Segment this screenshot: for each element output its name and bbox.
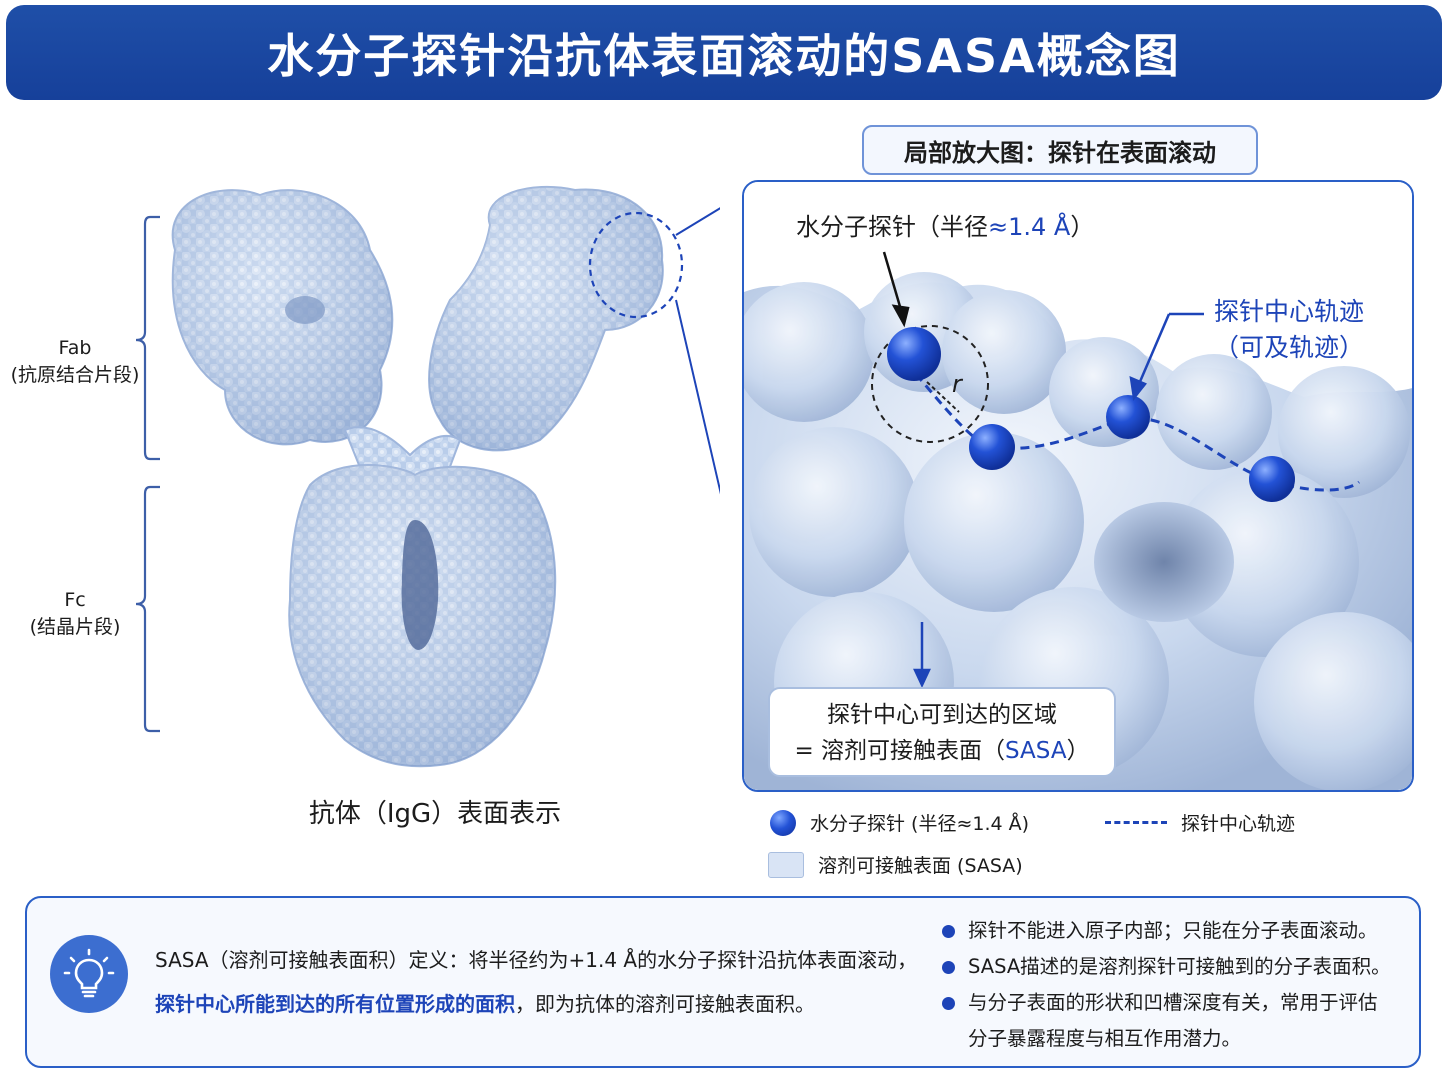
sasa-legend-icon xyxy=(768,851,804,878)
legend-trajectory: 探针中心轨迹 xyxy=(1105,809,1295,836)
bullet-list: 探针不能进入原子内部；只能在分子表面滚动。 SASA描述的是溶剂探针可接触到的分… xyxy=(940,913,1410,1057)
radius-line xyxy=(926,381,960,413)
legend-sasa: 溶剂可接触表面 (SASA) xyxy=(768,851,1023,878)
lightbulb-icon xyxy=(50,935,128,1013)
probe-label: 水分子探针（半径≈1.4 Å） xyxy=(796,213,1095,241)
probe-sphere-3 xyxy=(1106,395,1150,439)
zoom-connector-bottom xyxy=(675,299,720,495)
reach-region-box: 探针中心可到达的区域 = 溶剂可接触表面（SASA） xyxy=(768,687,1116,777)
reach-line-2: = 溶剂可接触表面（SASA） xyxy=(794,738,1090,764)
surface-cavity xyxy=(1094,502,1234,622)
probe-arrow xyxy=(882,251,910,328)
fab-brace xyxy=(135,215,160,461)
title-bar: 水分子探针沿抗体表面滚动的SASA概念图 xyxy=(6,5,1442,100)
antibody-illustration xyxy=(135,186,720,768)
probe-legend-icon xyxy=(770,809,796,836)
zoom-connector-top xyxy=(675,207,720,236)
fc-sublabel: (结晶片段) xyxy=(29,615,121,638)
bullet-item: 探针不能进入原子内部；只能在分子表面滚动。 xyxy=(940,913,1410,949)
definition-line-1: SASA（溶剂可接触表面积）定义：将半径约为+1.4 Å的水分子探针沿抗体表面滚… xyxy=(155,948,918,972)
fab-left xyxy=(171,189,394,446)
bullet-item: 与分子表面的形状和凹槽深度有关，常用于评估 xyxy=(940,985,1410,1021)
bullet-continuation: 分子暴露程度与相互作用潜力。 xyxy=(968,1027,1242,1050)
reach-line-1: 探针中心可到达的区域 xyxy=(827,702,1057,728)
probe-radius-value: ≈1.4 Å xyxy=(988,213,1071,241)
probe-sphere-2 xyxy=(969,424,1015,470)
trajectory-legend-icon xyxy=(1105,821,1167,824)
legend-probe: 水分子探针 (半径≈1.4 Å) xyxy=(770,809,1029,836)
fc-region xyxy=(288,464,557,768)
definition-box xyxy=(25,896,1421,1068)
zoom-panel-label: 局部放大图：探针在表面滚动 xyxy=(862,125,1258,175)
fab-sublabel: (抗原结合片段) xyxy=(10,363,140,386)
probe-radius-circle xyxy=(871,325,989,443)
surface-bumps xyxy=(744,272,1412,790)
fc-brace xyxy=(135,485,160,733)
page-title: 水分子探针沿抗体表面滚动的SASA概念图 xyxy=(267,28,1181,83)
zoom-panel: 水分子探针（半径≈1.4 Å） 探针中心轨迹 （可及轨迹） r 探针中心可到达的… xyxy=(742,180,1414,792)
bullet-item: SASA描述的是溶剂探针可接触到的分子表面积。 xyxy=(940,949,1410,985)
radius-symbol: r xyxy=(952,370,962,398)
trajectory-arrow xyxy=(1129,312,1204,402)
fab-label: Fab (抗原结合片段) xyxy=(5,335,145,388)
fc-label: Fc (结晶片段) xyxy=(5,587,145,640)
zoom-highlight-circle xyxy=(588,211,684,319)
probe-sphere-1 xyxy=(887,327,941,381)
probe-sphere-4 xyxy=(1249,456,1295,502)
antibody-caption: 抗体（IgG）表面表示 xyxy=(308,799,562,829)
reach-arrow xyxy=(913,622,931,688)
definition-text: SASA（溶剂可接触表面积）定义：将半径约为+1.4 Å的水分子探针沿抗体表面滚… xyxy=(155,938,935,1026)
trajectory-sublabel: （可及轨迹） xyxy=(1214,333,1365,362)
trajectory-label: 探针中心轨迹 （可及轨迹） xyxy=(1214,294,1364,366)
fab-right xyxy=(428,186,664,452)
definition-line-2: 探针中心所能到达的所有位置形成的面积，即为抗体的溶剂可接触表面积。 xyxy=(155,992,815,1016)
